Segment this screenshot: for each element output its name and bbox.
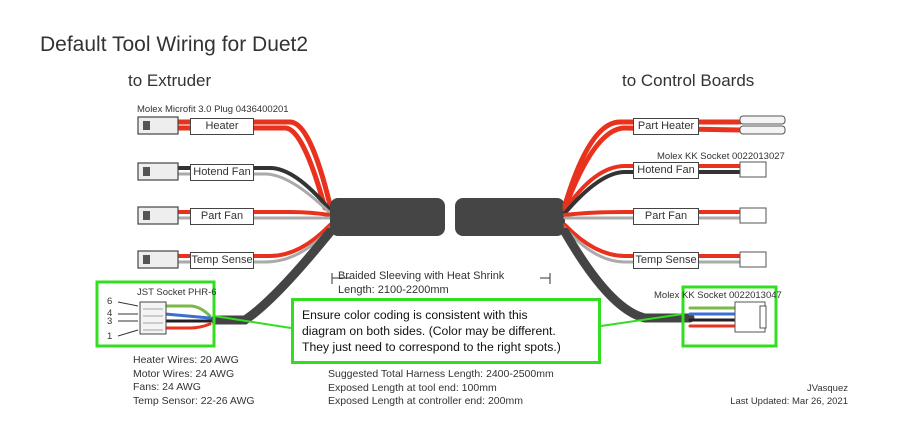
right-terminals [734, 115, 786, 333]
wire-spec-temp: Temp Sensor: 22-26 AWG [133, 394, 255, 407]
left-molex-plugs [137, 116, 179, 269]
sleeving-line-2: Length: 2100-2200mm [338, 284, 449, 296]
note-line-2: diagram on both sides. (Color may be dif… [302, 324, 556, 338]
wire-specs: Heater Wires: 20 AWG Motor Wires: 24 AWG… [133, 354, 255, 408]
sleeving-line-1: Braided Sleeving with Heat Shrink [338, 270, 505, 282]
left-wires [163, 119, 335, 330]
left-part-fan-label: Part Fan [190, 208, 254, 225]
color-coding-note: Ensure color coding is consistent with t… [291, 298, 601, 364]
left-heading: to Extruder [128, 71, 212, 90]
note-line-1: Ensure color coding is consistent with t… [302, 308, 528, 322]
molex-kk-bottom-label: Molex KK Socket 0022013047 [654, 290, 782, 301]
right-part-heater-label: Part Heater [633, 118, 699, 135]
sleeve-dimension [331, 273, 551, 284]
jst-socket [117, 301, 167, 337]
right-heading: to Control Boards [622, 71, 755, 90]
left-temp-sense-label: Temp Sense [190, 252, 254, 269]
left-callout-line [213, 315, 292, 329]
right-callout-line [600, 313, 684, 327]
molex-kk-top-label: Molex KK Socket 0022013027 [657, 151, 785, 162]
pin-1-label: 1 [107, 331, 113, 342]
right-sleeve [455, 198, 565, 236]
wire-spec-motor: Motor Wires: 24 AWG [133, 367, 235, 380]
right-hotend-fan-label: Hotend Fan [633, 162, 699, 179]
left-sleeve [330, 198, 445, 236]
author: JVasquez [806, 383, 848, 394]
harness-spec-total: Suggested Total Harness Length: 2400-250… [328, 368, 554, 380]
harness-specs: Suggested Total Harness Length: 2400-250… [328, 368, 554, 409]
last-updated: Last Updated: Mar 26, 2021 [730, 396, 848, 407]
left-heater-label: Heater [190, 118, 254, 135]
right-temp-sense-label: Temp Sense [633, 252, 699, 269]
right-highlight-box [681, 285, 778, 348]
right-wires [560, 119, 743, 328]
page-title: Default Tool Wiring for Duet2 [40, 33, 309, 56]
left-hotend-fan-label: Hotend Fan [190, 164, 254, 181]
wire-spec-fans: Fans: 24 AWG [133, 381, 201, 393]
harness-spec-tool: Exposed Length at tool end: 100mm [328, 381, 497, 394]
molex-microfit-label: Molex Microfit 3.0 Plug 0436400201 [137, 104, 289, 115]
pin-3-label: 3 [107, 316, 113, 327]
harness-spec-controller: Exposed Length at controller end: 200mm [328, 395, 523, 407]
note-line-3: They just need to correspond to the righ… [302, 340, 561, 354]
pin-6-label: 6 [107, 296, 113, 307]
right-part-fan-label: Part Fan [633, 208, 699, 225]
jst-socket-label: JST Socket PHR-6 [137, 287, 217, 298]
wire-spec-heater: Heater Wires: 20 AWG [133, 354, 239, 366]
pin-4-label: 4 [107, 308, 113, 319]
left-highlight-box [95, 280, 216, 348]
